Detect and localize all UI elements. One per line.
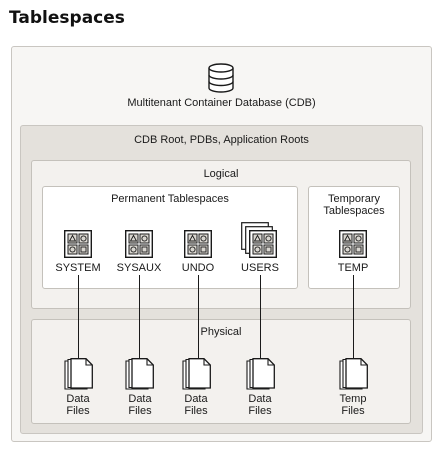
file-label-line1: Data <box>248 393 272 405</box>
tablespace-label-sysaux: SYSAUX <box>113 262 165 274</box>
file-label-line1: Data <box>184 393 208 405</box>
connector-temp <box>353 275 354 360</box>
file-label-line1: Data <box>128 393 152 405</box>
connector-system <box>78 275 79 360</box>
file-stack-icon <box>64 358 93 390</box>
file-stack-icon <box>182 358 211 390</box>
temporary-label-line1: Temporary <box>328 193 380 205</box>
file-stack-icon <box>246 358 275 390</box>
file-label-line1: Temp <box>339 393 367 405</box>
file-stack-icon <box>125 358 154 390</box>
tablespace-label-temp: TEMP <box>334 262 372 274</box>
file-label-line1: Data <box>66 393 90 405</box>
connector-sysaux <box>139 275 140 360</box>
file-label-line2: Files <box>128 405 152 417</box>
roots-label: CDB Root, PDBs, Application Roots <box>134 134 309 146</box>
tablespace-icon <box>338 229 368 259</box>
file-label-line2: Files <box>248 405 272 417</box>
tablespace-label-users: USERS <box>238 262 282 274</box>
connector-users <box>260 275 261 360</box>
file-stack-icon <box>339 358 368 390</box>
temporary-label-line2: Tablespaces <box>323 205 385 217</box>
tablespace-icon <box>124 229 154 259</box>
logical-label: Logical <box>203 168 239 180</box>
permanent-label: Permanent Tablespaces <box>111 193 229 205</box>
page-title: Tablespaces <box>9 8 125 28</box>
cdb-label: Multitenant Container Database (CDB) <box>127 97 316 109</box>
file-label-line2: Files <box>184 405 208 417</box>
physical-label: Physical <box>200 326 242 338</box>
connector-undo <box>198 275 199 360</box>
database-icon <box>208 63 234 93</box>
file-label-line2: Files <box>341 405 365 417</box>
tablespace-label-system: SYSTEM <box>52 262 104 274</box>
tablespace-icon <box>183 229 213 259</box>
tablespace-icon <box>63 229 93 259</box>
file-label-line2: Files <box>66 405 90 417</box>
tablespace-stack-icon <box>241 222 278 259</box>
tablespace-label-undo: UNDO <box>179 262 217 274</box>
